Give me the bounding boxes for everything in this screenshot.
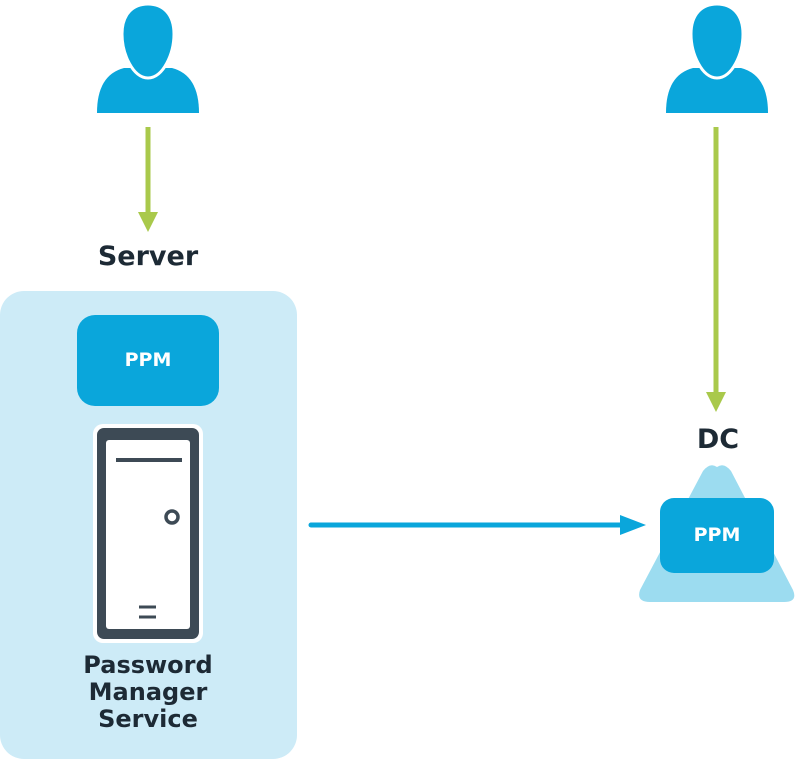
server-title: Server [97, 241, 199, 272]
service-label: Password Manager Service [83, 651, 213, 733]
server-to-dc-arrow [308, 515, 646, 535]
server-ppm-box [77, 315, 219, 406]
server-ppm-label: PPM [124, 349, 172, 371]
dc-title: DC [696, 424, 740, 455]
dc-ppm-label: PPM [693, 524, 741, 546]
user-icon [97, 2, 199, 113]
dc-ppm-box [660, 498, 774, 573]
server-tower-icon [93, 424, 203, 643]
user-icon [666, 2, 768, 113]
